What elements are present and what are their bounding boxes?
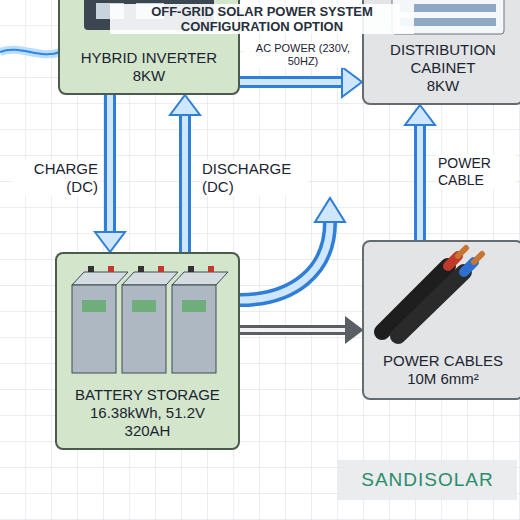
arrow-core xyxy=(182,111,188,252)
node-spec: 8KW xyxy=(60,67,238,85)
cable-box: POWER CABLES10M 6mm² xyxy=(362,240,520,400)
flow-label: AC POWER (230V, 50HZ) xyxy=(245,42,361,68)
node-title: HYBRID INVERTER xyxy=(60,49,238,67)
drawing-part xyxy=(315,198,345,222)
flow-arrow xyxy=(405,105,435,240)
drawing-part xyxy=(240,222,330,300)
node-title: POWER CABLES xyxy=(364,352,520,370)
arrow-core xyxy=(240,328,349,332)
arrow-shaft xyxy=(179,111,191,252)
node-title: BATTERY STORAGE xyxy=(57,386,238,404)
flow-label: POWER CABLE xyxy=(436,155,516,189)
flow-label: CHARGE (DC) xyxy=(12,160,100,196)
arrow-shaft xyxy=(240,76,346,88)
battery-box: BATTERY STORAGE16.38kWh, 51.2V 320AH xyxy=(55,252,240,450)
drawing-part xyxy=(0,50,60,55)
flow-label: DISCHARGE (DC) xyxy=(200,160,308,196)
ac-output-arrow xyxy=(240,198,345,300)
flow-arrow xyxy=(240,67,362,97)
arrow-head xyxy=(405,105,435,125)
arrow-core xyxy=(417,121,423,240)
diagram-title: OFF-GRID SOLAR POWER SYSTEM CONFIGURATIO… xyxy=(110,4,414,34)
arrow-head xyxy=(170,95,200,115)
arrow-shaft xyxy=(104,95,116,236)
node-title: DISTRIBUTION CABINET xyxy=(368,41,518,77)
drawing-part xyxy=(240,222,330,300)
flow-arrow xyxy=(170,95,200,252)
arrow-head xyxy=(342,67,362,97)
arrow-shaft xyxy=(414,121,426,240)
arrow-shaft xyxy=(240,325,349,335)
drawing-part xyxy=(0,50,60,55)
node-spec: 8KW xyxy=(364,77,520,95)
watermark: SANDISOLAR xyxy=(338,460,517,500)
arrow-head xyxy=(95,232,125,252)
input-glow xyxy=(0,50,60,55)
node-spec: 16.38kWh, 51.2V 320AH xyxy=(79,404,217,440)
arrow-core xyxy=(240,79,346,85)
arrow-head xyxy=(346,318,362,342)
arrow-core xyxy=(107,95,113,236)
node-spec: 10M 6mm² xyxy=(364,370,520,388)
flow-arrow xyxy=(240,318,362,342)
